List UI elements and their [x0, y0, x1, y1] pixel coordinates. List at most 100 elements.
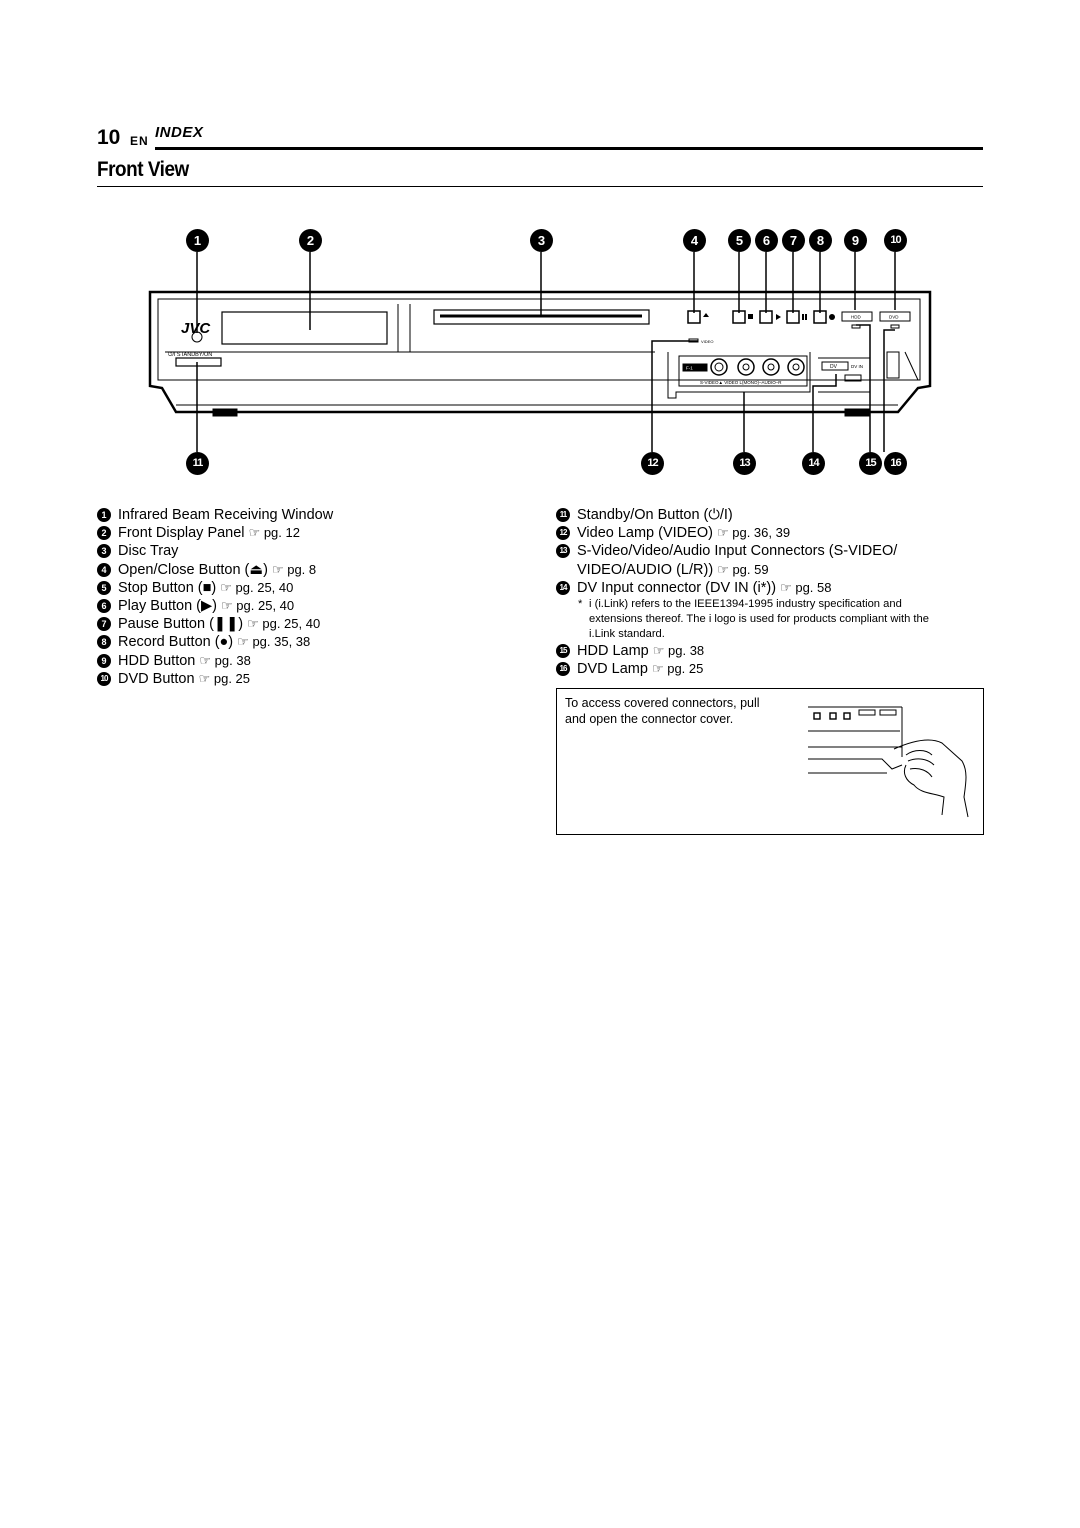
item-text: HDD Lamp	[577, 643, 649, 660]
list-item: 4 Open/Close Button (⏏) ☞ pg. 8	[97, 561, 333, 579]
callout-16: 16	[884, 452, 907, 475]
list-item-continuation: VIDEO/AUDIO (L/R)) ☞ pg. 59	[556, 561, 929, 579]
page-ref: ☞ pg. 38	[652, 643, 705, 659]
callout-11: 11	[186, 452, 209, 475]
list-item: 14 DV Input connector (DV IN (i*)) ☞ pg. …	[556, 579, 929, 597]
list-item: 7 Pause Button (❚❚) ☞ pg. 25, 40	[97, 615, 333, 633]
hdd-button-label: HDD	[851, 315, 861, 320]
page-ref: ☞ pg. 12	[248, 525, 300, 541]
item-number: 15	[556, 644, 570, 659]
item-text: Open/Close Button (⏏)	[118, 561, 268, 578]
dv-in-label: DV IN	[851, 364, 863, 369]
callout-14: 14	[802, 452, 825, 475]
list-item: 3 Disc Tray	[97, 542, 333, 560]
list-item: 5 Stop Button (■) ☞ pg. 25, 40	[97, 579, 333, 597]
callout-4: 4	[683, 229, 706, 252]
item-number: 9	[97, 653, 111, 668]
title-rule	[97, 186, 983, 187]
footnote-marker: *	[578, 598, 583, 611]
item-text: Video Lamp (VIDEO)	[577, 525, 713, 542]
item-number: 2	[97, 526, 111, 541]
page-ref: ☞ pg. 25, 40	[221, 598, 295, 614]
item-number: 3	[97, 544, 111, 559]
page-title: Front View	[97, 158, 189, 181]
footnote-line: i.Link standard.	[589, 628, 665, 641]
item-text: Pause Button (❚❚)	[118, 616, 244, 633]
page-ref: ☞ pg. 25, 40	[247, 616, 321, 632]
page-ref: ☞ pg. 38	[199, 652, 251, 668]
page-ref: ☞ pg. 35, 38	[237, 634, 311, 650]
callout-7: 7	[782, 229, 805, 252]
device-body	[148, 290, 932, 417]
callout-2: 2	[299, 229, 322, 252]
page-ref: ☞ pg. 8	[271, 561, 317, 577]
list-item: 15 HDD Lamp ☞ pg. 38	[556, 642, 929, 660]
footnote-line: i (i.Link) refers to the IEEE1394-1995 i…	[589, 598, 902, 611]
callout-15: 15	[859, 452, 882, 475]
item-text: Play Button (▶)	[118, 598, 217, 615]
page-ref: ☞ pg. 25	[198, 670, 251, 686]
callout-13: 13	[733, 452, 756, 475]
list-item: 10 DVD Button ☞ pg. 25	[97, 670, 333, 688]
page-number: 10	[97, 126, 121, 149]
tip-line: and open the connector cover.	[565, 712, 734, 726]
callout-10: 10	[884, 229, 907, 252]
item-number: 16	[556, 662, 570, 677]
page-ref: ☞ pg. 25	[651, 661, 704, 677]
item-number: 10	[97, 671, 111, 686]
callout-1: 1	[186, 229, 209, 252]
front-panel-diagram: JVC ⏻/I STANDBY/ON VIDEO F-1 S-VIDEO▲ VI…	[148, 252, 932, 452]
header-rule	[155, 147, 983, 150]
item-number: 8	[97, 635, 111, 650]
page-ref: ☞ pg. 59	[717, 561, 769, 577]
item-text: Standby/On Button (⏻/I)	[577, 507, 733, 523]
footnote-line: extensions thereof. The i logo is used f…	[589, 613, 929, 626]
item-number: 4	[97, 562, 111, 577]
item-number: 1	[97, 508, 111, 522]
page-header: 10 EN INDEX	[97, 124, 983, 150]
list-item: 1 Infrared Beam Receiving Window	[97, 506, 333, 524]
item-text: DVD Button	[118, 670, 195, 687]
page-language: EN	[130, 134, 149, 148]
standby-label: ⏻/I STANDBY/ON	[168, 351, 212, 358]
item-text: VIDEO/AUDIO (L/R))	[577, 561, 714, 578]
callout-3: 3	[530, 229, 553, 252]
dvd-button-label: DVD	[889, 315, 899, 320]
page-ref: ☞ pg. 58	[780, 579, 832, 595]
video-lamp-label: VIDEO	[701, 339, 713, 344]
item-number: 6	[97, 599, 111, 614]
page-ref: ☞ pg. 36, 39	[716, 525, 791, 541]
dv-label: DV	[830, 364, 838, 370]
section-title: INDEX	[155, 124, 204, 141]
ilink-footnote: * i (i.Link) refers to the IEEE1394-1995…	[556, 597, 929, 642]
item-number: 5	[97, 580, 111, 595]
list-item: 6 Play Button (▶) ☞ pg. 25, 40	[97, 597, 333, 615]
input-label: F-1	[686, 366, 693, 371]
item-text: DV Input connector (DV IN (i*))	[577, 579, 777, 596]
item-text: Disc Tray	[118, 543, 179, 560]
item-number: 14	[556, 580, 570, 595]
tip-line: To access covered connectors, pull	[565, 696, 760, 710]
brand-logo: JVC	[181, 320, 211, 337]
item-number: 11	[556, 508, 570, 522]
callout-6: 6	[755, 229, 778, 252]
connector-labels: S-VIDEO▲ VIDEO L(MONO)–AUDIO–R	[700, 380, 782, 385]
item-number: 7	[97, 617, 111, 632]
item-text: Infrared Beam Receiving Window	[118, 507, 334, 523]
list-item: 16 DVD Lamp ☞ pg. 25	[556, 660, 929, 678]
item-text: DVD Lamp	[577, 661, 648, 678]
item-text: Stop Button (■)	[118, 579, 217, 596]
item-text: S-Video/Video/Audio Input Connectors (S-…	[577, 543, 898, 560]
hand-opening-cover-illustration	[808, 706, 969, 818]
connector-cover-tip-box: To access covered connectors, pull and o…	[556, 688, 984, 835]
button-glyphs	[703, 313, 835, 320]
callout-leaders	[196, 252, 896, 452]
page-ref: ☞ pg. 25, 40	[220, 579, 294, 595]
